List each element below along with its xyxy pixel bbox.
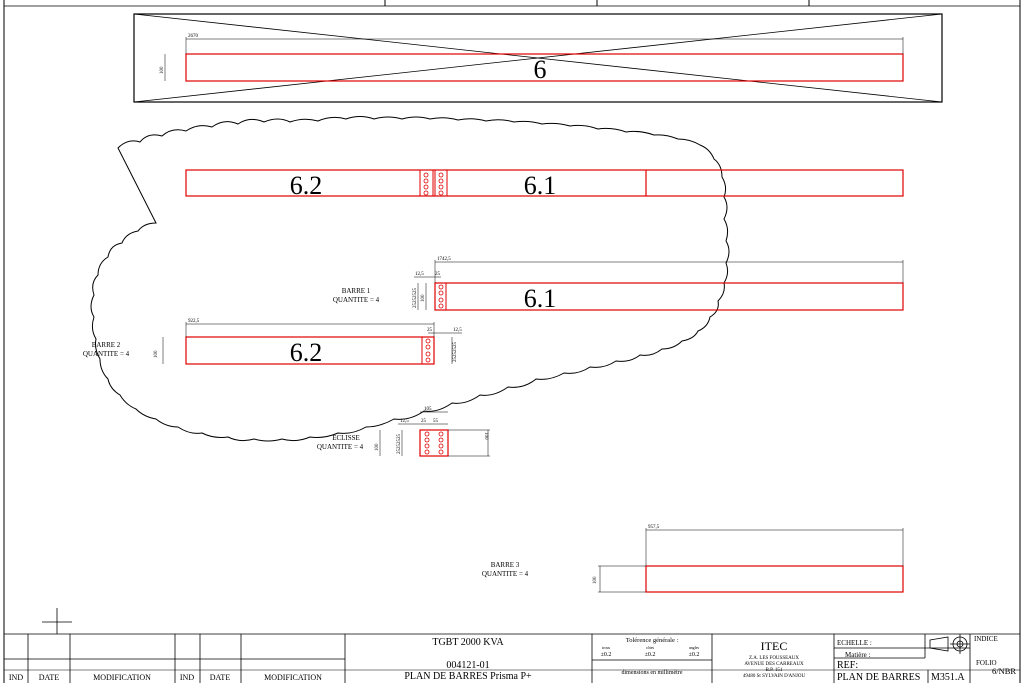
ref-code: M351.A [931, 672, 965, 683]
drawing-title: PLAN DE BARRES Prisma P+ [404, 671, 532, 682]
eclisse-d3: 55 [433, 419, 439, 424]
barre-2-d2: 25 [427, 328, 433, 333]
indice-label: INDICE [974, 635, 998, 643]
address-line-0: Z.A. LES FOUSSEAUX [749, 656, 799, 661]
tol-value-1: ±0.2 [645, 652, 656, 658]
barre-1-d2: 25 [435, 272, 441, 277]
address-line-2: B.P. 151 [766, 668, 783, 673]
barre-2-d1: 12,5 [453, 328, 462, 333]
barre-2-label: 6.2 [290, 338, 323, 367]
ref-value: PLAN DE BARRES [837, 672, 920, 683]
top-bar-width: 100 [160, 66, 165, 74]
eclisse-length: 105 [424, 407, 432, 412]
top-bar [185, 53, 904, 82]
barre-2-title: BARRE 2 [92, 341, 121, 349]
top-bar-label: 6 [534, 55, 547, 84]
assembly-right-label: 6.1 [524, 171, 557, 200]
col-ind-2: IND [180, 673, 194, 682]
barre-2-qty: QUANTITE = 4 [83, 350, 130, 358]
barre-1-width: 100 [421, 294, 426, 302]
title-block [4, 633, 1020, 683]
barre-3-title: BARRE 3 [491, 561, 520, 569]
matiere-label: Matière : [845, 651, 871, 659]
barre-3-qty: QUANTITE = 4 [482, 570, 529, 578]
eclisse-title: ECLISSE [332, 434, 360, 442]
address-line-1: AVENUE DES CARREAUX [744, 662, 804, 667]
barre-1-title: BARRE 1 [342, 287, 371, 295]
crosshair-mark [42, 608, 72, 634]
barre-2-length: 922,5 [188, 319, 200, 324]
eclisse-width: 100 [375, 443, 380, 451]
ref-label: REF: [837, 660, 858, 671]
folio-value: 6/NBR [992, 666, 1016, 676]
barre-2-pitch: 25252525 [453, 342, 458, 363]
col-ind-1: IND [9, 673, 23, 682]
eclisse-d2: 25 [421, 419, 427, 424]
col-modif-1: MODIFICATION [93, 673, 151, 682]
revision-cloud [90, 116, 730, 442]
eclisse: 105 12,5 25 55 25252525 100 100 ECLISSE … [317, 407, 490, 457]
barre-1-label: 6.1 [524, 284, 557, 313]
col-modif-2: MODIFICATION [264, 673, 322, 682]
barre-1-qty: QUANTITE = 4 [333, 296, 380, 304]
barre-2-width: 100 [154, 350, 159, 358]
barre-1-pitch: 25252525 [413, 288, 418, 309]
units-note: dimensions en millimètre [622, 670, 683, 676]
tol-value-0: ±0.2 [601, 652, 612, 658]
eclisse-qty: QUANTITE = 4 [317, 443, 364, 451]
tol-label-0: trous [602, 645, 610, 650]
assembly-bar: 6.2 6.1 [185, 169, 904, 200]
top-section: 6 2670 100 [133, 13, 943, 103]
col-date-2: DATE [210, 673, 231, 682]
tol-value-2: ±0.2 [689, 652, 700, 658]
eclisse-d1: 12,5 [400, 419, 409, 424]
eclisse-width-right: 100 [483, 432, 488, 440]
echelle-label: ECHELLE : [837, 639, 872, 647]
col-date-1: DATE [39, 673, 60, 682]
barre-3: 957,5 100 BARRE 3 QUANTITE = 4 [482, 525, 904, 593]
barre-3-length: 957,5 [648, 525, 660, 530]
project-name: TGBT 2000 KVA [432, 637, 504, 648]
folio-label: FOLIO [976, 659, 997, 667]
barre-1-length: 1742,5 [437, 257, 451, 262]
scale-symbol [929, 634, 970, 654]
eclisse-pitch: 25252525 [397, 434, 402, 455]
barre-2: 6.2 922,5 25 12,5 25252525 100 BARRE 2 Q… [83, 319, 462, 367]
company-name: ITEC [761, 639, 788, 653]
address-line-3: 49480 St SYLVAIN D'ANJOU [743, 674, 806, 679]
barre-1: 6.1 1742,5 12,5 25 25252525 100 BARRE 1 … [333, 257, 904, 313]
top-bar-length: 2670 [188, 34, 199, 39]
tolerance-title: Tolérence générale : [626, 637, 679, 644]
tol-label-2: angles [689, 645, 700, 650]
assembly-left-label: 6.2 [290, 171, 323, 200]
tol-label-1: côtes [646, 645, 655, 650]
barre-3-width: 100 [593, 576, 598, 584]
drawing-number: 004121-01 [446, 660, 489, 671]
barre-1-d1: 12,5 [415, 272, 424, 277]
